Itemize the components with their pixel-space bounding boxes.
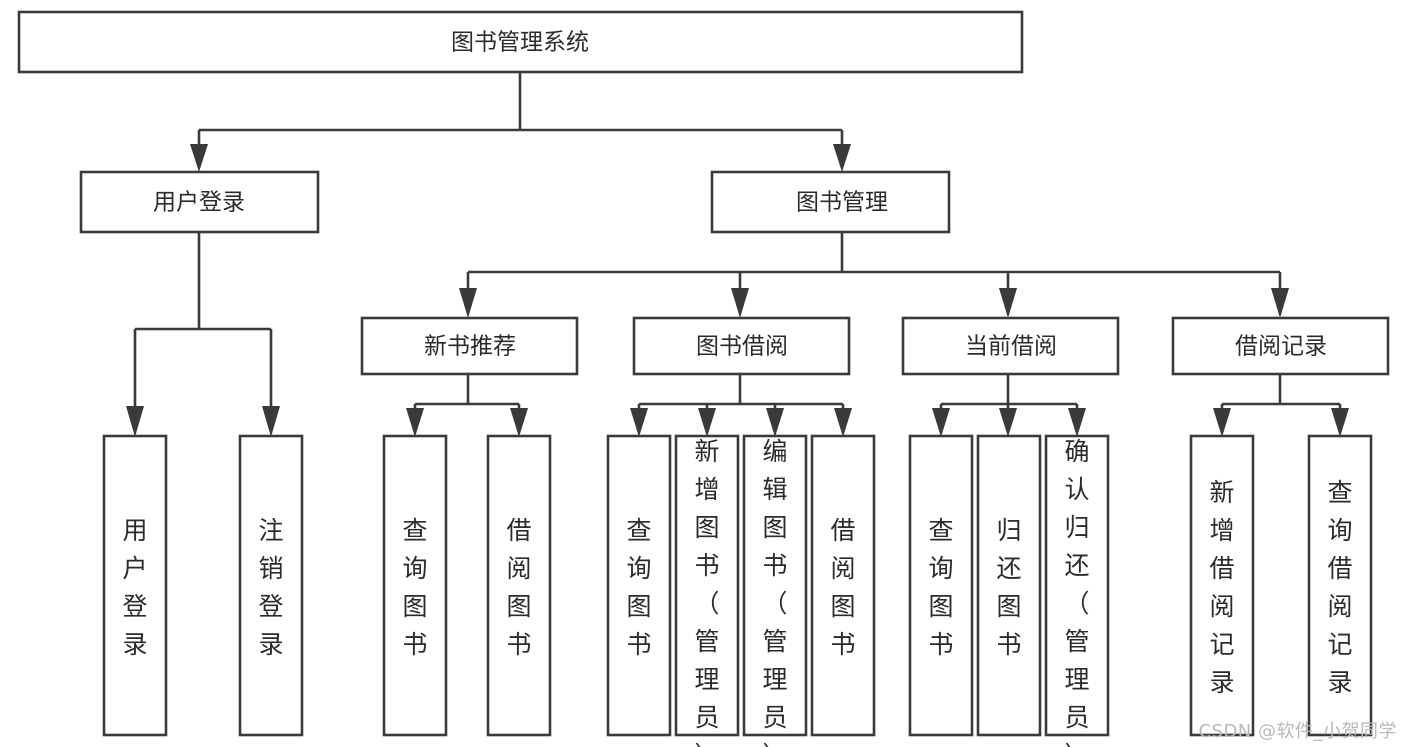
arrow-head-leaf-query-book-1 [406, 408, 424, 437]
connector-group-current-borrow-to-leaves [932, 374, 1086, 437]
arrow-head-leaf-add-book-admin [698, 408, 716, 437]
arrow-head-leaf-add-borrow-record [1213, 408, 1231, 437]
leaf-logout-login-box[interactable] [238, 434, 304, 737]
arrow-head-user-login [190, 144, 208, 172]
leaf-edit-book-admin-box[interactable] [742, 434, 808, 737]
leaf-confirm-return-admin-label: 确认归还（管理员） [1064, 437, 1089, 747]
leaf-node-add-book-admin[interactable] [674, 434, 740, 737]
leaf-add-book-admin-label: 新增图书（管理员） [694, 437, 719, 747]
arrow-head-leaf-query-book-3 [932, 408, 950, 437]
leaf-borrow-book-2-box[interactable] [810, 434, 876, 737]
leaf-user-login-box[interactable] [102, 434, 168, 737]
leaf-node-query-borrow-record[interactable] [1307, 434, 1373, 737]
leaf-return-book-box[interactable] [976, 434, 1042, 737]
node-book-management-label: 图书管理 [796, 190, 888, 216]
arrow-head-leaf-user-login [126, 406, 144, 437]
leaf-return-book-label: 归还图书 [996, 516, 1021, 659]
node-current-borrow-label: 当前借阅 [965, 334, 1057, 360]
leaf-query-book-2-label: 查询图书 [626, 516, 651, 659]
arrow-head-leaf-edit-book-admin [766, 408, 784, 437]
node-root-box[interactable] [17, 10, 1024, 74]
leaf-borrow-book-2-label: 借阅图书 [830, 516, 855, 659]
leaf-node-edit-book-admin[interactable] [742, 434, 808, 737]
leaf-node-query-book-3[interactable] [908, 434, 974, 737]
leaf-borrow-book-1-box[interactable] [486, 434, 552, 737]
node-book-borrow-box[interactable] [632, 316, 851, 376]
leaf-user-login-label: 用户登录 [122, 516, 147, 659]
leaf-add-borrow-record-label: 新增借阅记录 [1209, 478, 1234, 697]
leaf-query-borrow-record-box[interactable] [1307, 434, 1373, 737]
leaf-query-borrow-record-label: 查询借阅记录 [1327, 478, 1352, 697]
node-root-label: 图书管理系统 [451, 30, 589, 56]
node-book-management-box[interactable] [710, 170, 951, 234]
node-new-book-recommend-label: 新书推荐 [424, 334, 516, 360]
leaf-node-confirm-return-admin[interactable] [1044, 434, 1110, 737]
leaf-query-book-3-label: 查询图书 [928, 516, 953, 659]
leaf-add-borrow-record-box[interactable] [1189, 434, 1255, 737]
node-current-borrow[interactable]: 当前借阅 [901, 316, 1120, 376]
connector-group-new-book-to-leaves [406, 374, 528, 437]
arrow-head-book-borrow [731, 288, 749, 318]
arrow-head-leaf-query-book-2 [630, 408, 648, 437]
node-user-login-box[interactable] [79, 170, 320, 234]
connector-group-borrow-record-to-leaves [1213, 374, 1349, 437]
leaf-confirm-return-admin-box[interactable] [1044, 434, 1110, 737]
leaf-query-book-1-label: 查询图书 [402, 516, 427, 659]
node-user-login-label: 用户登录 [153, 190, 245, 216]
leaf-add-book-admin-box[interactable] [674, 434, 740, 737]
leaf-query-book-1-box[interactable] [382, 434, 448, 737]
arrow-head-new-book-recommend [459, 288, 477, 318]
leaf-node-query-book-2[interactable] [606, 434, 672, 737]
leaf-node-query-book-1[interactable] [382, 434, 448, 737]
node-current-borrow-box[interactable] [901, 316, 1120, 376]
node-root[interactable]: 图书管理系统 [17, 10, 1024, 74]
node-new-book-recommend[interactable]: 新书推荐 [360, 316, 579, 376]
leaf-node-add-borrow-record[interactable] [1189, 434, 1255, 737]
leaf-query-book-3-box[interactable] [908, 434, 974, 737]
leaf-query-book-2-box[interactable] [606, 434, 672, 737]
arrow-head-leaf-borrow-book-1 [510, 408, 528, 437]
node-new-book-recommend-box[interactable] [360, 316, 579, 376]
leaf-node-borrow-book-2[interactable] [810, 434, 876, 737]
leaf-node-borrow-book-1[interactable] [486, 434, 552, 737]
connector-group-book-borrow-to-leaves [630, 374, 852, 437]
arrow-head-leaf-logout-login [262, 406, 280, 437]
leaf-node-return-book[interactable] [976, 434, 1042, 737]
node-borrow-record-label: 借阅记录 [1235, 334, 1327, 360]
connector-group-root-to-level2 [190, 72, 851, 172]
node-book-borrow-label: 图书借阅 [696, 334, 788, 360]
arrow-head-leaf-confirm-return-admin [1068, 408, 1086, 437]
arrow-head-borrow-record [1271, 288, 1289, 318]
leaf-label-layer: 用户登录 注销登录 查询图书 借阅图书 查询图书 新增图书（管理员） 编辑图书（管理员） 借阅… [122, 437, 1352, 747]
leaf-node-logout-login[interactable] [238, 434, 304, 737]
node-borrow-record[interactable]: 借阅记录 [1171, 316, 1390, 376]
watermark-text: CSDN @软件_小贺同学 [1198, 721, 1397, 742]
arrow-head-current-borrow [999, 288, 1017, 318]
leaf-node-user-login[interactable] [102, 434, 168, 737]
node-book-borrow[interactable]: 图书借阅 [632, 316, 851, 376]
arrow-head-leaf-query-borrow-record [1331, 408, 1349, 437]
arrow-head-book-management [833, 144, 851, 172]
leaf-borrow-book-1-label: 借阅图书 [506, 516, 531, 659]
arrow-head-leaf-return-book [999, 408, 1017, 437]
arrow-head-leaf-borrow-book-2 [834, 408, 852, 437]
node-book-management[interactable]: 图书管理 [710, 170, 951, 234]
leaf-edit-book-admin-label: 编辑图书（管理员） [762, 437, 787, 747]
connector-group-book-management-to-level3 [459, 232, 1289, 318]
node-borrow-record-box[interactable] [1171, 316, 1390, 376]
leaf-logout-login-label: 注销登录 [258, 516, 283, 659]
connector-group-user-login-to-leaves [126, 232, 280, 437]
node-user-login[interactable]: 用户登录 [79, 170, 320, 234]
